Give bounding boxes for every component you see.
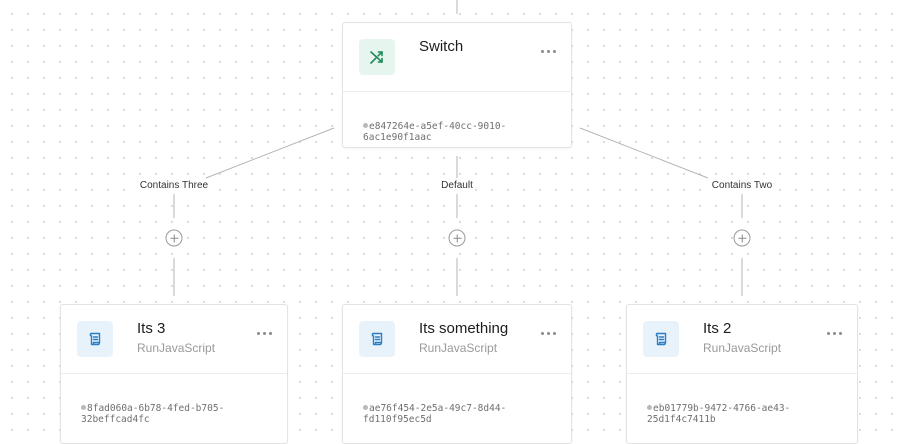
node-id-text: eb01779b-9472-4766-ae43-25d1f4c7411b [647, 403, 791, 425]
switch-node-more-button[interactable] [537, 42, 559, 60]
node-its-2[interactable]: Its 2 RunJavaScript eb01779b-9472-4766-a… [626, 304, 858, 444]
branch-label-contains-three[interactable]: Contains Three [137, 179, 211, 192]
add-step-button-default[interactable] [448, 229, 466, 247]
add-step-button-contains-two[interactable] [733, 229, 751, 247]
branch-label-default[interactable]: Default [439, 179, 475, 192]
node-id-text: ae76f454-2e5a-49c7-8d44-fd110f95ec5d [363, 403, 507, 425]
shuffle-icon [370, 51, 383, 64]
switch-node-icon-box [359, 39, 395, 75]
node-subtitle: RunJavaScript [137, 341, 216, 355]
node-header: Its 3 RunJavaScript [61, 305, 287, 374]
id-dot-icon [363, 405, 368, 410]
branch-label-contains-two[interactable]: Contains Two [709, 179, 775, 192]
switch-node-id: e847264e-a5ef-40cc-9010-6ac1e90f1aac [363, 121, 571, 143]
script-icon [371, 332, 383, 346]
node-title: Its 2 [703, 320, 732, 337]
add-step-button-contains-three[interactable] [165, 229, 183, 247]
node-title: Its 3 [137, 320, 166, 337]
node-subtitle: RunJavaScript [703, 341, 782, 355]
switch-node[interactable]: Switch e847264e-a5ef-40cc-9010-6ac1e90f1… [342, 22, 572, 148]
switch-node-title: Switch [419, 38, 464, 55]
node-icon-box [359, 321, 395, 357]
node-more-button[interactable] [253, 324, 275, 342]
script-icon [89, 332, 101, 346]
node-subtitle: RunJavaScript [419, 341, 498, 355]
node-its-3[interactable]: Its 3 RunJavaScript 8fad060a-6b78-4fed-b… [60, 304, 288, 444]
node-its-something[interactable]: Its something RunJavaScript ae76f454-2e5… [342, 304, 572, 444]
edge-to-its-2 [579, 127, 709, 179]
node-icon-box [643, 321, 679, 357]
node-header: Its 2 RunJavaScript [627, 305, 857, 374]
node-id-text: 8fad060a-6b78-4fed-b705-32beffcad4fc [81, 403, 225, 425]
switch-node-header: Switch [343, 23, 571, 92]
node-title: Its something [419, 320, 509, 337]
edge-to-its-3 [205, 127, 335, 179]
id-dot-icon [647, 405, 652, 410]
node-icon-box [77, 321, 113, 357]
id-dot-icon [81, 405, 86, 410]
node-header: Its something RunJavaScript [343, 305, 571, 374]
node-more-button[interactable] [537, 324, 559, 342]
id-dot-icon [363, 123, 368, 128]
script-icon [655, 332, 667, 346]
node-more-button[interactable] [823, 324, 845, 342]
node-id: 8fad060a-6b78-4fed-b705-32beffcad4fc [81, 403, 287, 425]
switch-node-id-text: e847264e-a5ef-40cc-9010-6ac1e90f1aac [363, 121, 507, 143]
node-id: eb01779b-9472-4766-ae43-25d1f4c7411b [647, 403, 857, 425]
node-id: ae76f454-2e5a-49c7-8d44-fd110f95ec5d [363, 403, 571, 425]
